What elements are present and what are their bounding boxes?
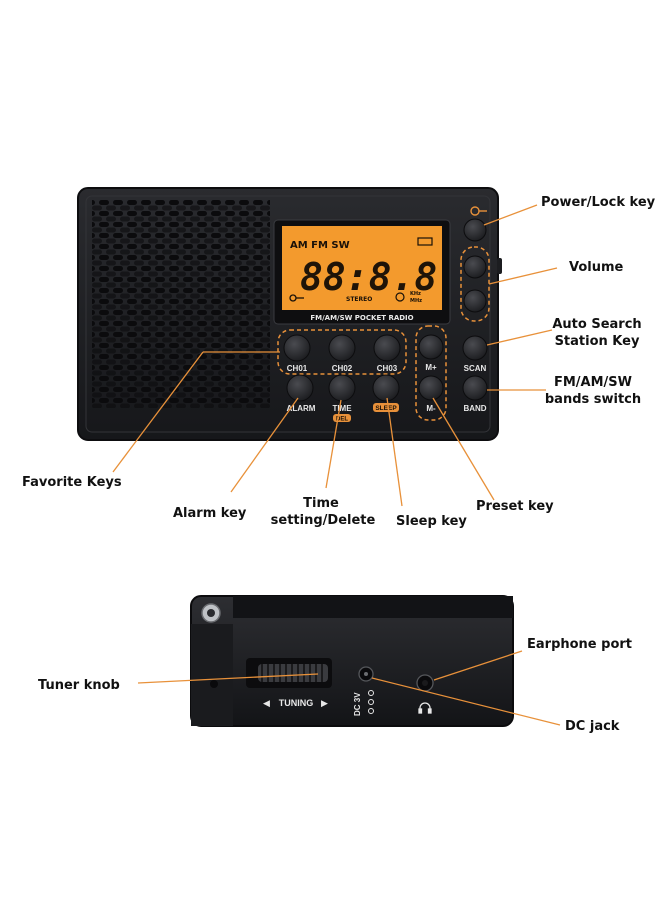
brand-strip: FM/AM/SW POCKET RADIO	[310, 314, 413, 322]
lcd-digits: 88:8.8	[300, 255, 437, 299]
callout-fm-am-sw-2: bands switch	[545, 392, 641, 407]
m-plus-label: M+	[425, 363, 437, 372]
power-lock-button[interactable]	[463, 218, 487, 242]
scan-button[interactable]	[462, 335, 488, 361]
callout-power-lock: Power/Lock key	[541, 195, 656, 210]
front-leader-lines	[112, 204, 558, 507]
alarm-button[interactable]	[286, 374, 314, 402]
callout-favorite: Favorite Keys	[22, 475, 122, 490]
alarm-clock-icon	[395, 292, 405, 302]
band-button[interactable]	[462, 375, 488, 401]
power-icon	[470, 206, 487, 216]
side-leader-lines	[137, 650, 561, 726]
time-button[interactable]	[328, 374, 356, 402]
callout-fm-am-sw-1: FM/AM/SW	[554, 375, 632, 390]
dc-label: DC 3V	[353, 692, 362, 716]
alarm-label: ALARM	[287, 404, 316, 413]
del-label: DEL	[336, 417, 348, 423]
preset-keys-group	[415, 325, 447, 421]
callout-volume: Volume	[569, 260, 624, 275]
callouts: Power/Lock key Volume Auto Search Statio…	[22, 195, 656, 734]
radio-front: AM FM SW 88:8.8 STEREO KHz MHz FM/AM/SW …	[77, 187, 502, 441]
callout-time-1: Time	[303, 496, 339, 511]
m-plus-button[interactable]	[418, 334, 444, 360]
callout-sleep: Sleep key	[396, 514, 467, 529]
lcd-mhz: MHz	[410, 298, 422, 304]
tuner-knob[interactable]	[246, 658, 332, 688]
dc-polarity-icon	[368, 690, 374, 714]
sleep-label: SLEEP	[375, 405, 397, 412]
ch03-label: CH03	[377, 364, 398, 373]
band-label: BAND	[463, 404, 486, 413]
tuning-left-arrow: ◀	[263, 698, 270, 708]
lcd-band-indicators: AM FM SW	[290, 240, 350, 251]
tuning-right-arrow: ▶	[321, 698, 328, 708]
m-minus-label: M-	[426, 404, 436, 413]
m-minus-button[interactable]	[418, 375, 444, 401]
callout-tuner: Tuner knob	[38, 678, 120, 693]
sleep-button[interactable]	[372, 374, 400, 402]
dc-jack[interactable]	[358, 666, 374, 682]
callout-auto-search-1: Auto Search	[552, 317, 641, 332]
headphone-icon	[418, 702, 432, 714]
antenna-ring	[201, 603, 221, 623]
callout-auto-search-2: Station Key	[555, 334, 640, 349]
ch02-label: CH02	[332, 364, 353, 373]
volume-group	[460, 246, 490, 322]
callout-preset: Preset key	[476, 499, 554, 514]
lcd-stereo: STEREO	[346, 296, 372, 303]
speaker-grille	[92, 200, 270, 408]
ch03-button[interactable]	[373, 334, 401, 362]
tuning-label: TUNING	[279, 698, 314, 708]
volume-down-icon[interactable]	[463, 289, 487, 313]
earphone-port[interactable]	[416, 674, 434, 692]
lcd-khz: KHz	[410, 291, 421, 297]
ch02-button[interactable]	[328, 334, 356, 362]
callout-time-2: setting/Delete	[271, 513, 376, 528]
key-lock-icon	[289, 294, 304, 302]
ch01-button[interactable]	[283, 334, 311, 362]
ch01-label: CH01	[287, 364, 308, 373]
volume-up-icon[interactable]	[463, 255, 487, 279]
radio-side: ◀ TUNING ▶ DC 3V	[190, 595, 514, 727]
callout-dc-jack: DC jack	[565, 719, 620, 734]
callout-alarm: Alarm key	[173, 506, 247, 521]
scan-label: SCAN	[464, 364, 487, 373]
lcd-display: AM FM SW 88:8.8 STEREO KHz MHz FM/AM/SW …	[273, 219, 451, 325]
time-label: TIME	[332, 404, 352, 413]
battery-icon	[417, 237, 433, 246]
callout-earphone: Earphone port	[527, 637, 632, 652]
